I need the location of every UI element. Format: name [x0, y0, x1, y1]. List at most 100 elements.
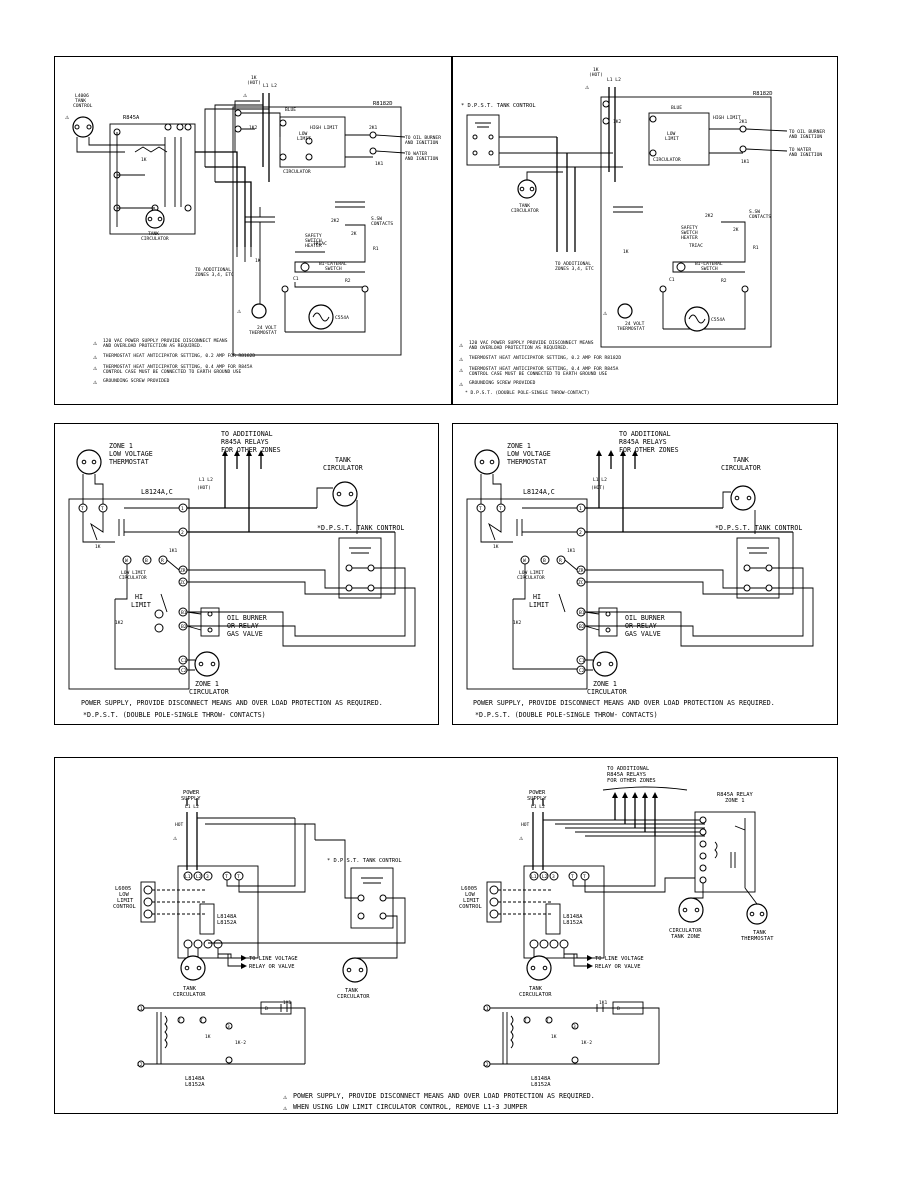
- dpst-tank-control-label: * D.P.S.T. TANK CONTROL: [461, 103, 536, 109]
- svg-text:B: B: [265, 1006, 268, 1012]
- svg-text:T: T: [571, 874, 574, 880]
- svg-text:⚠: ⚠: [459, 366, 464, 374]
- svg-text:BLUE: BLUE: [285, 107, 296, 113]
- svg-text:THERMOSTAT HEAT ANTICIPATOR SE: THERMOSTAT HEAT ANTICIPATOR SETTING, 0.4…: [103, 364, 253, 375]
- svg-text:HIGH LIMIT: HIGH LIMIT: [713, 115, 741, 121]
- svg-text:2K2: 2K2: [331, 218, 340, 224]
- r8182d-relay-box: [600, 96, 772, 348]
- svg-text:*D.P.S.T. (DOUBLE POLE-SINGLE: *D.P.S.T. (DOUBLE POLE-SINGLE THROW- CON…: [475, 711, 658, 719]
- svg-text:1K1: 1K1: [741, 159, 750, 165]
- svg-text:L1 L2: L1 L2: [531, 804, 545, 810]
- svg-text:TRIAC: TRIAC: [313, 241, 327, 247]
- tank-control-symbol: [72, 116, 94, 138]
- svg-text:T: T: [200, 1018, 203, 1024]
- note-2: WHEN USING LOW LIMIT CIRCULATOR CONTROL,…: [293, 1103, 527, 1111]
- svg-text:1K2: 1K2: [613, 119, 622, 125]
- svg-text:TRIAC: TRIAC: [689, 243, 703, 249]
- svg-text:C1: C1: [181, 658, 187, 664]
- svg-text:1K1: 1K1: [375, 161, 384, 167]
- svg-text:W: W: [523, 558, 526, 564]
- note-1: POWER SUPPLY, PROVIDE DISCONNECT MEANS A…: [293, 1092, 595, 1100]
- svg-text:HOT: HOT: [175, 822, 184, 828]
- svg-text:L2: L2: [137, 1062, 143, 1068]
- svg-text:R1: R1: [373, 246, 379, 252]
- low-limit-box: [648, 112, 710, 166]
- thermostat-symbol: [251, 303, 267, 319]
- svg-text:ZC: ZC: [578, 580, 584, 586]
- svg-text:⚠: ⚠: [519, 834, 524, 842]
- l8124a-control-box: [68, 498, 190, 690]
- svg-text:L2: L2: [542, 874, 548, 880]
- svg-text:C2: C2: [579, 668, 585, 674]
- svg-text:HOT: HOT: [521, 822, 530, 828]
- svg-text:L8124A,C: L8124A,C: [523, 488, 555, 496]
- svg-text:C1: C1: [579, 658, 585, 664]
- panel-1-notes: ⚠ 120 VAC POWER SUPPLY PROVIDE DISCONNEC…: [93, 338, 255, 386]
- svg-text:1K-2: 1K-2: [235, 1040, 246, 1046]
- svg-text:1K: 1K: [141, 157, 147, 163]
- svg-text:TO LINE VOLTAGE: TO LINE VOLTAGE: [249, 956, 298, 962]
- svg-text:B: B: [145, 558, 148, 564]
- svg-text:T: T: [479, 506, 482, 512]
- svg-text:T: T: [524, 1018, 527, 1024]
- svg-text:1: 1: [579, 506, 582, 512]
- svg-text:1K: 1K: [623, 249, 629, 255]
- svg-text:THERMOSTAT HEAT ANTICIPATOR SE: THERMOSTAT HEAT ANTICIPATOR SETTING, 0.2…: [469, 355, 621, 361]
- svg-text:ZR: ZR: [578, 568, 584, 574]
- svg-text:ZC: ZC: [180, 580, 186, 586]
- svg-text:1K: 1K: [551, 1034, 557, 1040]
- svg-text:R: R: [559, 558, 562, 564]
- svg-text:T: T: [237, 874, 240, 880]
- svg-text:2K1: 2K1: [739, 119, 748, 125]
- svg-text:2K1: 2K1: [369, 125, 378, 131]
- svg-text:2K2: 2K2: [705, 213, 714, 219]
- svg-text:L1 L2: L1 L2: [185, 804, 199, 810]
- l8124a-label: L8124A,C: [141, 488, 173, 496]
- svg-text:CIRCULATOR: CIRCULATOR: [283, 169, 311, 175]
- svg-text:L1: L1: [531, 874, 537, 880]
- svg-text:POWER SUPPLY, PROVIDE DISCONNE: POWER SUPPLY, PROVIDE DISCONNECT MEANS A…: [473, 699, 775, 707]
- r845a-relay-box: [694, 811, 756, 893]
- r845a-label: R845A: [123, 115, 140, 121]
- svg-text:C2: C2: [181, 668, 187, 674]
- svg-text:B2: B2: [181, 624, 187, 630]
- svg-text:B: B: [543, 558, 546, 564]
- svg-text:1K1: 1K1: [169, 548, 178, 554]
- svg-text:1K2: 1K2: [115, 620, 124, 626]
- svg-text:T: T: [499, 506, 502, 512]
- svg-text:THERMOSTAT HEAT ANTICIPATOR SE: THERMOSTAT HEAT ANTICIPATOR SETTING, 0.4…: [469, 366, 619, 377]
- svg-text:RELAY OR VALVE: RELAY OR VALVE: [595, 964, 640, 970]
- panel-2-notes: ⚠ 120 VAC POWER SUPPLY PROVIDE DISCONNEC…: [459, 340, 621, 396]
- svg-text:B1: B1: [181, 610, 187, 616]
- svg-text:⚠: ⚠: [65, 113, 70, 121]
- svg-text:THERMOSTAT HEAT ANTICIPATOR SE: THERMOSTAT HEAT ANTICIPATOR SETTING, 0.2…: [103, 353, 255, 359]
- svg-text:CIRCULATOR: CIRCULATOR: [653, 157, 681, 163]
- svg-text:L1 L2: L1 L2: [263, 83, 277, 89]
- svg-text:1K-2: 1K-2: [581, 1040, 592, 1046]
